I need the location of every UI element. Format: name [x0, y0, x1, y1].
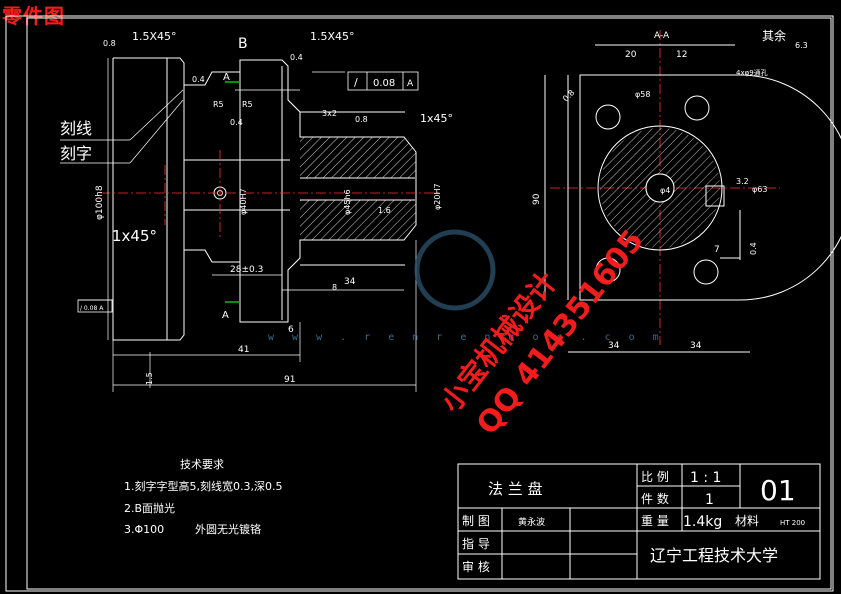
front-view [112, 57, 417, 341]
flange-profile [579, 74, 841, 301]
chamfer-mid: 1.5X45° [310, 30, 355, 43]
material-label: 材料 [735, 514, 759, 528]
tol-value: 0.08 [373, 78, 395, 89]
side-rough-32: 3.2 [736, 177, 749, 186]
chamfer-left: 1.5X45° [132, 30, 177, 43]
tol-datum: A [407, 79, 414, 89]
weight-value: 1.4kg [683, 514, 722, 530]
side-dia-63: φ63 [752, 185, 767, 194]
side-dia-4: φ4 [660, 186, 670, 195]
side-dim-34a: 34 [608, 341, 620, 351]
side-dim-90: 90 [532, 193, 542, 205]
drawing-frame [5, 15, 834, 592]
qty-value: 1 [705, 492, 714, 508]
dia-40: φ40H7 [239, 188, 248, 215]
section-hatch-top [300, 137, 416, 178]
side-dim-20: 20 [625, 50, 637, 60]
rough-04c: 0.4 [192, 75, 205, 84]
tol-symbol: / [354, 76, 358, 89]
dim-34: 34 [344, 277, 356, 287]
side-view [544, 44, 841, 353]
dim-6: 6 [288, 325, 294, 335]
tech-item1: 1.刻字字型高5,刻线宽0.3,深0.5 [124, 479, 282, 493]
title-block [457, 463, 821, 580]
engrave-line: 刻线 [60, 119, 92, 138]
rough-04a: 0.4 [290, 53, 303, 62]
roughness-note: 其余 [762, 28, 786, 43]
school-name: 辽宁工程技术大学 [650, 546, 778, 565]
scale-label: 比 例 [641, 470, 669, 484]
side-dim-34b: 34 [690, 341, 702, 351]
section-a: A [223, 72, 230, 83]
side-dim-08: 0.8 [561, 88, 576, 103]
guide-label: 指 导 [462, 536, 490, 551]
side-title: A-A [654, 31, 670, 41]
rough-16: 1.6 [378, 206, 391, 215]
weight-label: 重 量 [641, 514, 669, 528]
drawn-label: 制 图 [462, 514, 490, 528]
tech-heading: 技术要求 [180, 458, 224, 471]
tech-item3-a: 3.Φ100 [124, 523, 164, 536]
tol-left: / 0.08 A [80, 305, 104, 312]
dim-91: 91 [284, 375, 295, 385]
side-dia-58: φ58 [635, 90, 650, 99]
engrave-char: 刻字 [60, 144, 92, 163]
bolt-hole-3 [595, 257, 621, 283]
bolt-hole-4 [693, 259, 719, 285]
hub-circle [597, 125, 723, 251]
scale-value: 1 : 1 [690, 470, 721, 486]
tolerance-frame [77, 71, 419, 313]
dia-45: φ45h6 [343, 189, 352, 215]
rough-08a: 0.8 [103, 39, 116, 48]
section-hatch-bottom [300, 200, 416, 240]
dia-20: φ20H7 [433, 183, 442, 210]
chamfer-big: 1x45° [112, 227, 157, 245]
side-holes: 4xφ9通孔 [736, 68, 768, 77]
drawing-border-inner [26, 17, 832, 590]
watermark-site: w w w . r e n r e n d o c . c o m [268, 332, 665, 343]
watermark-logo [414, 229, 496, 311]
material-value: HT 200 [780, 519, 805, 527]
review-label: 审 核 [462, 559, 490, 574]
dim-41: 41 [238, 345, 249, 355]
r5b: R5 [242, 100, 253, 109]
dim-28: 28±0.3 [230, 265, 263, 275]
section-arrows [225, 81, 240, 303]
rough-08b: 0.8 [355, 115, 368, 124]
part-name: 法 兰 盘 [488, 480, 543, 498]
r5a: R5 [213, 100, 224, 109]
chamfer-right: 1x45° [420, 112, 453, 125]
groove-dim: 3x2 [322, 109, 337, 118]
rough-04b: 0.4 [230, 118, 243, 127]
qty-label: 件 数 [641, 491, 669, 506]
bolt-hole-1 [595, 104, 621, 130]
roughness-value: 6.3 [795, 41, 808, 50]
drawing-no: 01 [760, 474, 796, 507]
bolt-hole-2 [684, 95, 710, 121]
drawn-by: 黄永波 [518, 516, 545, 528]
side-dim-12: 12 [676, 50, 687, 60]
side-rough-04: 0.4 [749, 242, 758, 255]
flange-outline [112, 57, 185, 341]
dim-15: 1.5 [145, 372, 154, 385]
section-a2: A [222, 310, 229, 321]
label-b: B [238, 36, 248, 52]
side-dim-7: 7 [714, 245, 720, 255]
dia-100: φ100h8 [95, 185, 105, 220]
dim-8: 8 [332, 283, 337, 292]
tech-item3-b: 外圆无光镀铬 [195, 522, 261, 536]
tech-item2: 2.B面抛光 [124, 501, 175, 515]
